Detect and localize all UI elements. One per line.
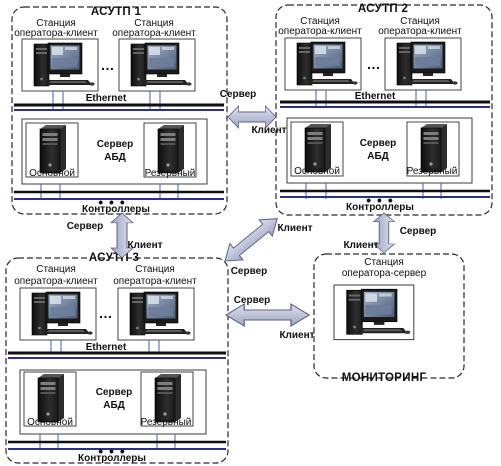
link-g2mon-client-label: Клиент xyxy=(343,240,378,251)
svg-text:оператора-сервер: оператора-сервер xyxy=(342,268,427,279)
svg-text:оператора-клиент: оператора-клиент xyxy=(14,276,98,287)
group-asutp2-title: АСУТП 2 xyxy=(358,3,408,15)
server-panel-2 xyxy=(286,117,473,184)
svg-text:• • •: • • • xyxy=(98,443,125,459)
link-g2g3-server-label: Сервер xyxy=(231,266,268,277)
desktop-pc-icon xyxy=(21,38,99,92)
ws3-ellipsis: … xyxy=(99,305,114,321)
ws1-left-label-a: Станция xyxy=(36,18,76,29)
svg-text:Станция: Станция xyxy=(300,16,340,27)
svg-text:оператора-клиент: оператора-клиент xyxy=(113,276,197,287)
ethernet1-label: Ethernet xyxy=(86,93,127,104)
link-asutp1-asutp2: Сервер Клиент xyxy=(220,89,287,136)
svg-text:Сервер: Сервер xyxy=(360,138,397,149)
group-asutp1-border xyxy=(11,6,228,215)
desktop-pc-icon xyxy=(118,38,196,92)
link-g1g2-server-label: Сервер xyxy=(220,89,257,100)
link-asutp2-asutp3: Клиент Сервер xyxy=(217,210,313,277)
link-g3mon-client-label: Клиент xyxy=(279,330,314,341)
link-g2mon-server-label: Сервер xyxy=(400,226,437,237)
ethernet2-label: Ethernet xyxy=(355,91,396,102)
group-asutp1: АСУТП 1 Станция оператора-клиент Станция… xyxy=(11,6,228,215)
controllers1-dots: • • • xyxy=(98,194,125,210)
svg-text:Сервер: Сервер xyxy=(96,387,133,398)
server3-main-label: Основной xyxy=(27,417,73,428)
group-asutp3-border xyxy=(5,257,229,464)
desktop-pc-icon xyxy=(333,284,415,341)
svg-text:Станция: Станция xyxy=(364,257,404,268)
svg-text:Станция: Станция xyxy=(36,264,76,275)
group-asutp2: АСУТП 2 Станция оператора-клиент Станция… xyxy=(275,3,493,216)
group-asutp1-title: АСУТП 1 xyxy=(91,6,142,18)
group-asutp3: АСУТП 3 Станция оператора-клиент Станция… xyxy=(5,252,229,464)
group-asutp3-title: АСУТП 3 xyxy=(89,252,139,264)
server2-reserve-label: Резервный xyxy=(407,166,458,177)
group-monitoring-title: МОНИТОРИНГ xyxy=(342,372,427,384)
desktop-pc-icon xyxy=(284,37,362,91)
svg-text:Станция: Станция xyxy=(400,16,440,27)
ws1-right-label-a: Станция xyxy=(134,18,174,29)
server-panel-1 xyxy=(21,118,208,185)
desktop-pc-icon xyxy=(117,287,195,341)
server3-reserve-label: Резервный xyxy=(141,417,192,428)
link-g1g3-client-label: Клиент xyxy=(127,240,162,251)
group-monitoring: Станция оператора-сервер МОНИТОРИНГ xyxy=(313,253,465,384)
svg-text:• • •: • • • xyxy=(366,192,393,208)
svg-text:оператора-клиент: оператора-клиент xyxy=(378,26,462,37)
ws1-left-label-b: оператора-клиент xyxy=(14,28,98,39)
server1-main-label: Основной xyxy=(29,168,75,179)
server1-label-b: АБД xyxy=(104,152,126,163)
server2-main-label: Основной xyxy=(294,166,340,177)
ethernet3-label: Ethernet xyxy=(86,342,127,353)
server1-label-a: Сервер xyxy=(97,139,134,150)
svg-text:оператора-клиент: оператора-клиент xyxy=(278,26,362,37)
group-monitoring-border xyxy=(313,253,465,379)
server1-reserve-label: Резервный xyxy=(145,168,196,179)
link-asutp2-monitoring: Клиент Сервер xyxy=(343,212,437,254)
ws2-ellipsis: … xyxy=(367,56,382,72)
server-panel-3 xyxy=(19,369,207,435)
controllers1-label: Контроллеры xyxy=(82,204,150,215)
link-asutp1-asutp3: Сервер Клиент xyxy=(67,212,163,259)
controllers3-label: Контроллеры xyxy=(78,453,146,464)
link-g1g2-client-label: Клиент xyxy=(251,125,286,136)
ws1-ellipsis: … xyxy=(101,57,116,73)
group-asutp2-border xyxy=(275,4,493,216)
svg-text:Станция: Станция xyxy=(135,264,175,275)
desktop-pc-icon xyxy=(384,37,462,91)
link-g3mon-server-label: Сервер xyxy=(234,295,271,306)
link-g2g3-client-label: Клиент xyxy=(277,223,312,234)
svg-text:АБД: АБД xyxy=(103,400,125,411)
controllers2-label: Контроллеры xyxy=(346,202,414,213)
link-asutp3-monitoring: Сервер Клиент xyxy=(225,295,315,341)
link-g1g3-server-label: Сервер xyxy=(67,221,104,232)
desktop-pc-icon xyxy=(19,287,97,341)
ws1-right-label-b: оператора-клиент xyxy=(112,28,196,39)
svg-text:АБД: АБД xyxy=(367,151,389,162)
